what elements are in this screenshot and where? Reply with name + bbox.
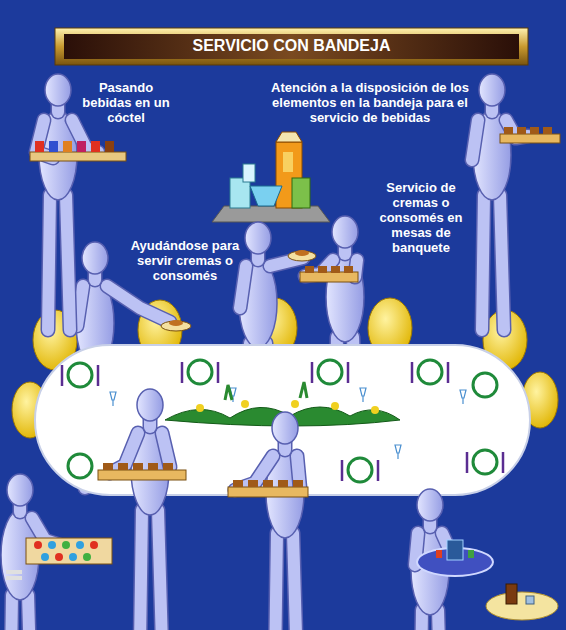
title-bar	[55, 28, 528, 65]
tray	[98, 463, 186, 480]
caption-label: Atención a la disposición de los element…	[268, 80, 472, 125]
cocktail-tray	[30, 141, 126, 161]
waiter-figure	[472, 74, 528, 330]
tray	[300, 266, 358, 282]
diagram-title: SERVICIO CON BANDEJA	[64, 36, 519, 56]
caption-label: Pasando bebidas en un cóctel	[76, 80, 176, 125]
plate	[161, 320, 191, 331]
caption-label: Ayudándose para servir cremas o consomés	[124, 238, 246, 283]
caption-label: Servicio de cremas o consomés en mesas d…	[375, 180, 467, 255]
waiter-figure	[110, 389, 170, 630]
waiter-figure	[36, 74, 98, 330]
round-tray	[417, 540, 493, 576]
plate	[288, 250, 316, 261]
drinks-arrangement	[212, 132, 330, 222]
tray	[6, 538, 112, 580]
tray	[228, 480, 308, 497]
waiter-figure	[235, 412, 304, 630]
tray	[500, 127, 560, 143]
bottle-tray	[486, 584, 558, 620]
